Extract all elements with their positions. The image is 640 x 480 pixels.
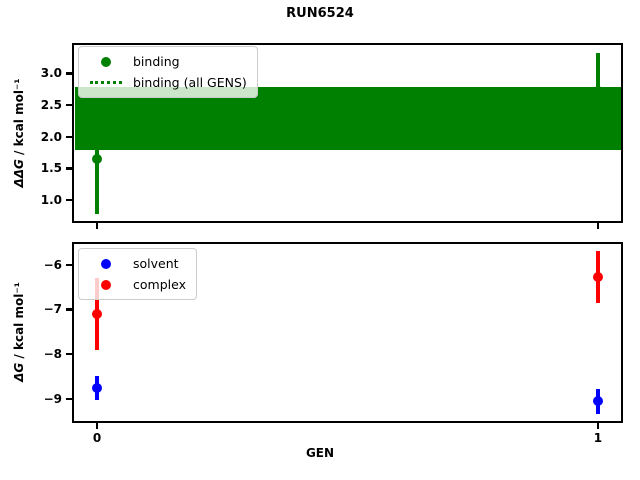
x-tick-mark (596, 423, 600, 429)
complex-data-point (592, 272, 603, 283)
y-tick-mark (66, 72, 72, 75)
bottom-ylabel: ΔG / kcal mol⁻¹ (12, 282, 26, 382)
y-tick-mark (66, 167, 72, 170)
y-tick-label: −8 (43, 347, 62, 362)
y-tick-mark (66, 352, 72, 356)
legend-item-binding-all-gens: binding (all GENS) (87, 75, 247, 90)
bottom-ylabel-math: ΔG (12, 362, 26, 382)
complex-data-point (92, 308, 103, 319)
y-tick-mark (66, 103, 72, 107)
figure-title: RUN6524 (286, 6, 354, 21)
binding-marker-icon (87, 56, 125, 67)
x-tick-label: 1 (593, 431, 603, 445)
y-tick-mark (66, 198, 72, 202)
legend-label: binding (133, 54, 180, 69)
dotted-line-icon (87, 81, 125, 84)
complex-marker-icon (87, 279, 125, 290)
x-tick-label: 0 (92, 431, 102, 445)
y-tick-label: 3.0 (40, 66, 62, 81)
y-tick-label: 2.0 (40, 129, 62, 144)
solvent-data-point (92, 382, 103, 393)
solvent-marker-icon (87, 258, 125, 269)
legend-label: binding (all GENS) (133, 75, 247, 90)
solvent-data-point (592, 396, 603, 407)
y-tick-mark (66, 135, 72, 139)
binding-data-point (592, 86, 603, 97)
y-tick-label: 1.5 (40, 161, 62, 176)
y-tick-label: −6 (43, 257, 62, 272)
x-tick-mark (95, 223, 99, 229)
x-axis-label: GEN (305, 446, 335, 460)
legend-item-binding: binding (87, 54, 247, 69)
legend-label: complex (133, 277, 186, 292)
legend-label: solvent (133, 256, 179, 271)
legend-item-solvent: solvent (87, 256, 186, 271)
y-tick-mark (66, 308, 72, 311)
binding-legend: binding binding (all GENS) (78, 46, 258, 98)
x-tick-mark (95, 423, 99, 429)
y-tick-label: −9 (43, 391, 62, 406)
y-tick-label: 2.5 (40, 98, 62, 113)
binding-data-point (92, 153, 103, 164)
dg-legend: solvent complex (78, 248, 197, 300)
x-tick-mark (596, 223, 600, 229)
legend-item-complex: complex (87, 277, 186, 292)
y-tick-mark (66, 263, 72, 267)
y-tick-label: 1.0 (40, 193, 62, 208)
y-tick-label: −7 (43, 302, 62, 317)
top-ylabel-units: / kcal mol⁻¹ (12, 78, 26, 160)
y-tick-mark (66, 397, 72, 401)
